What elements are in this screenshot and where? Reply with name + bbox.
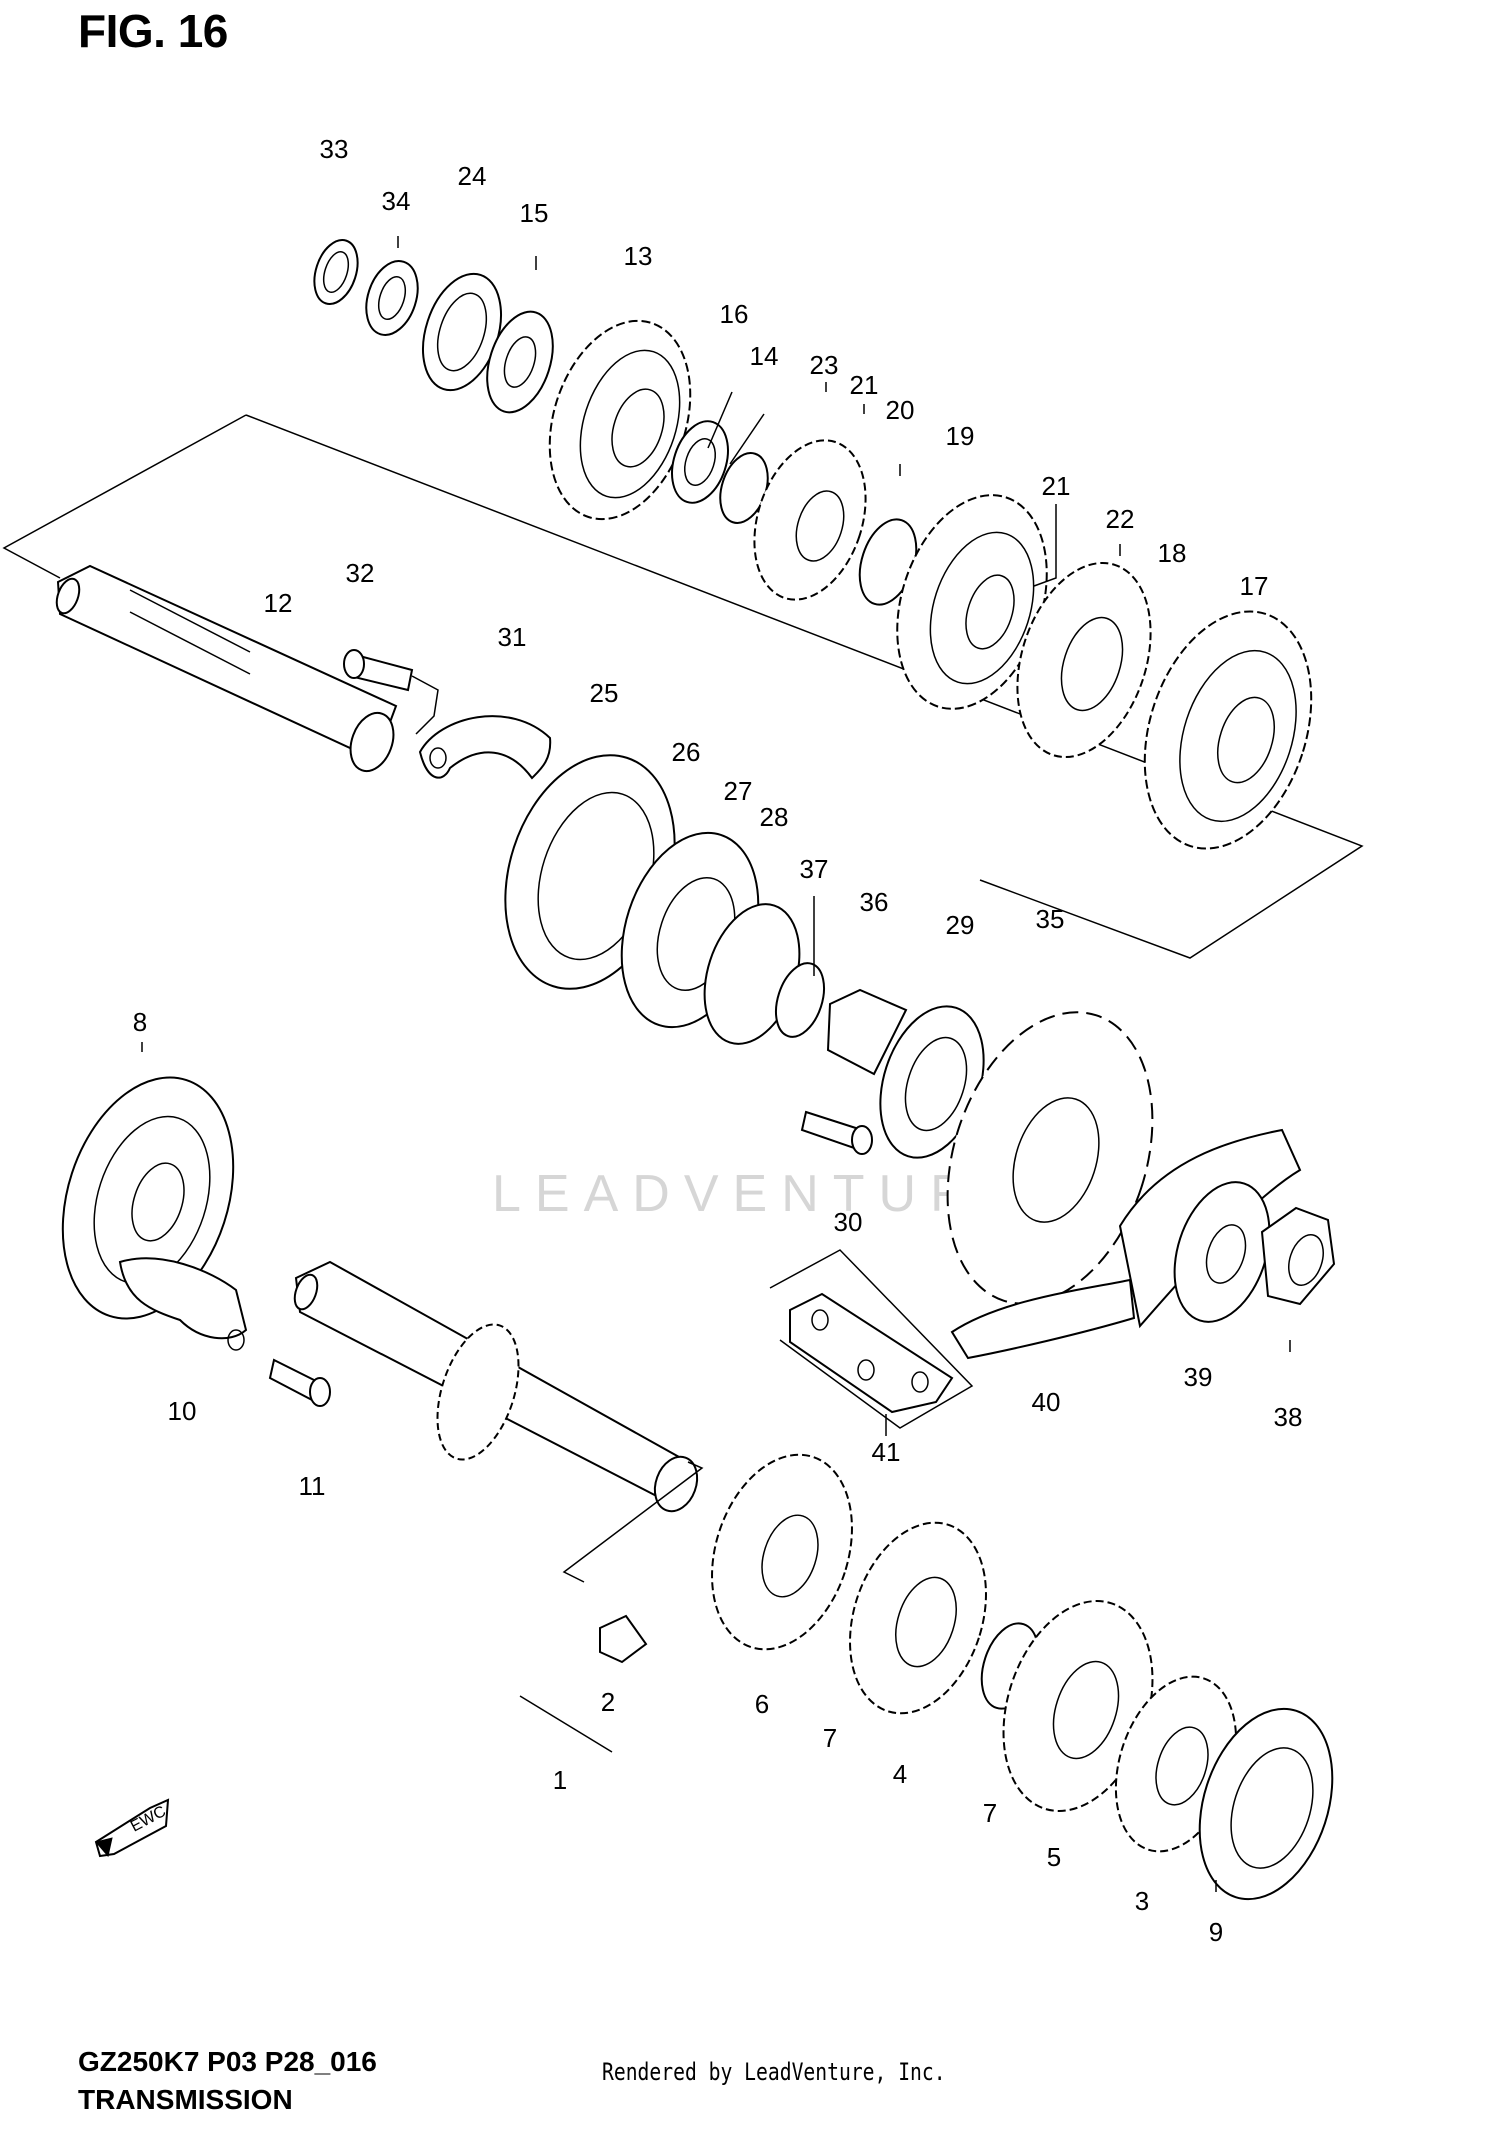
callout-39[interactable]: 39: [1183, 1362, 1213, 1392]
callout-21-lower[interactable]: 21: [1041, 471, 1071, 501]
leader-1: [519, 1695, 613, 1753]
callout-24[interactable]: 24: [457, 161, 487, 191]
gear-5-icon: [1002, 1600, 1154, 1812]
figure-title: FIG. 16: [78, 5, 228, 57]
callout-4[interactable]: 4: [892, 1759, 908, 1789]
bearing-8-icon: [61, 1076, 235, 1320]
group-frame-joint: [769, 1249, 974, 1429]
mainshaft-1-icon: [293, 1260, 699, 1513]
watermark: LEADVENTURE: [492, 1165, 1031, 1223]
callout-20[interactable]: 20: [885, 395, 915, 425]
washer-39-icon: [1173, 1181, 1271, 1323]
callout-16[interactable]: 16: [719, 299, 749, 329]
group-frame-upper: [2, 414, 247, 579]
callout-18[interactable]: 18: [1157, 538, 1187, 568]
callout-6[interactable]: 6: [754, 1689, 770, 1719]
callout-11[interactable]: 11: [298, 1471, 326, 1501]
bushing-16-icon: [671, 420, 729, 504]
gear-18-icon: [1016, 561, 1152, 759]
gear-23-icon: [753, 439, 867, 601]
callout-23[interactable]: 23: [809, 350, 839, 380]
leader-16: [707, 391, 733, 449]
countershaft-12-icon: [55, 564, 398, 773]
washer-15-icon: [486, 310, 554, 414]
callout-19[interactable]: 19: [945, 421, 975, 451]
callout-33[interactable]: 33: [319, 134, 349, 164]
callout-9[interactable]: 9: [1208, 1917, 1224, 1947]
callout-31[interactable]: 31: [497, 622, 527, 652]
gear-6-icon: [711, 1453, 853, 1651]
bearing-retainer-31-icon: [418, 715, 552, 780]
spacer-36-icon: [826, 988, 908, 1076]
callout-36[interactable]: 36: [859, 887, 889, 917]
gear-4-icon: [849, 1521, 987, 1715]
callout-7-upper[interactable]: 7: [822, 1723, 838, 1753]
bolt-30-icon: [800, 1110, 873, 1155]
bolt-32-icon: [343, 649, 414, 692]
callout-10[interactable]: 10: [167, 1396, 197, 1426]
callout-1[interactable]: 1: [552, 1765, 568, 1795]
callout-5[interactable]: 5: [1046, 1842, 1062, 1872]
bearing-33-icon: [313, 239, 359, 305]
bearing-retainer-10-icon: [118, 1257, 248, 1351]
callout-35[interactable]: 35: [1035, 904, 1065, 934]
callout-7-lower[interactable]: 7: [982, 1798, 998, 1828]
group-frame-upper-right: [245, 414, 1364, 959]
callout-2[interactable]: 2: [600, 1687, 616, 1717]
bearing-24-icon: [422, 272, 502, 392]
callout-8[interactable]: 8: [132, 1007, 148, 1037]
callout-41[interactable]: 41: [871, 1437, 901, 1467]
callout-25[interactable]: 25: [589, 678, 619, 708]
sprocket-35-icon: [946, 1011, 1154, 1305]
callout-3[interactable]: 3: [1134, 1886, 1150, 1916]
chain-joint-plate-41-icon: [789, 1292, 954, 1414]
callout-22[interactable]: 22: [1105, 504, 1135, 534]
direction-arrow-icon: EWC: [94, 1798, 170, 1858]
callout-40[interactable]: 40: [1031, 1387, 1061, 1417]
leader-1-frame: [562, 1461, 704, 1583]
callout-37[interactable]: 37: [799, 854, 829, 884]
callout-38[interactable]: 38: [1273, 1402, 1303, 1432]
gear-17-icon: [1143, 610, 1313, 850]
callout-30[interactable]: 30: [833, 1207, 863, 1237]
section-title: TRANSMISSION: [78, 2084, 293, 2115]
leader-32: [411, 675, 439, 735]
o-ring-28-icon: [775, 962, 825, 1038]
callout-29[interactable]: 29: [945, 910, 975, 940]
bearing-9-icon: [1198, 1707, 1334, 1901]
callout-27[interactable]: 27: [723, 776, 753, 806]
callout-15[interactable]: 15: [519, 198, 549, 228]
nut-38-icon: [1260, 1206, 1336, 1306]
callout-26[interactable]: 26: [671, 737, 701, 767]
callout-17[interactable]: 17: [1239, 571, 1269, 601]
bolt-11-icon: [268, 1358, 331, 1407]
model-code: GZ250K7 P03 P28_016: [78, 2046, 377, 2077]
callout-12[interactable]: 12: [263, 588, 293, 618]
washer-34-icon: [365, 260, 419, 336]
leader-21b: [1033, 504, 1057, 587]
callout-21-upper[interactable]: 21: [849, 370, 879, 400]
gear-13-icon: [548, 319, 692, 521]
rendered-by-credit: Rendered by LeadVenture, Inc.: [602, 2058, 946, 2086]
bushing-2-icon: [599, 1614, 648, 1664]
callout-13[interactable]: 13: [623, 241, 653, 271]
callout-32[interactable]: 32: [345, 558, 375, 588]
leader-14: [729, 413, 765, 465]
callout-34[interactable]: 34: [381, 186, 411, 216]
callout-28[interactable]: 28: [759, 802, 789, 832]
callout-14[interactable]: 14: [749, 341, 779, 371]
